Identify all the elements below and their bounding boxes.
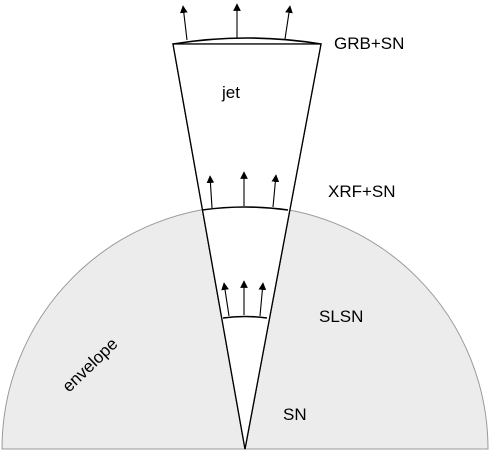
xrf-shock-front — [201, 206, 289, 211]
slsn-arrow-left — [221, 282, 230, 317]
grb-arrow-right — [284, 5, 293, 40]
grb-sn-label: GRB+SN — [334, 34, 404, 53]
grb-arrow-left — [179, 5, 188, 41]
xrf-arrow-left — [206, 175, 215, 209]
jet-cone-fill — [173, 44, 321, 449]
jet-label: jet — [221, 83, 240, 102]
slsn-shock-front — [222, 315, 268, 319]
slsn-arrow-right — [258, 282, 267, 317]
jet-cone-outline — [172, 43, 322, 450]
grb-shock-front — [172, 37, 322, 45]
slsn-label: SLSN — [319, 307, 363, 326]
xrf-arrow-right — [271, 174, 280, 208]
xrf-sn-label: XRF+SN — [328, 182, 396, 201]
sn-label: SN — [283, 405, 307, 424]
